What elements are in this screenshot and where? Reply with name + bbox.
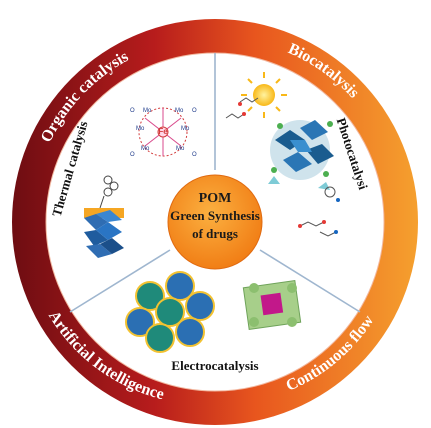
mo-label-1: Mo xyxy=(143,108,152,114)
mo-label-2: Mo xyxy=(175,108,184,114)
flow-framework-image xyxy=(242,280,302,330)
product-molecule-image xyxy=(298,186,340,237)
o-label-4: O xyxy=(192,152,197,158)
center-title: POM xyxy=(199,191,232,206)
o-label-3: O xyxy=(130,152,135,158)
reactant-molecule-image xyxy=(225,97,259,119)
o-label-2: O xyxy=(192,108,197,114)
divider-right xyxy=(259,249,361,313)
divider-left xyxy=(69,249,171,313)
mo-label-5: Mo xyxy=(141,146,150,152)
mo-label-6: Mo xyxy=(176,146,185,152)
fe-pom-structure-image: Fe Mo Mo Mo Mo Mo Mo O O O O xyxy=(130,107,197,158)
center-subtitle-2: of drugs xyxy=(192,226,238,241)
mo-label-3: Mo xyxy=(136,126,145,132)
center-circle xyxy=(167,174,263,270)
center-subtitle: Green Synthesis xyxy=(170,208,260,223)
mo-label-4: Mo xyxy=(181,126,190,132)
fe-atom-label: Fe xyxy=(158,127,168,136)
sun-icon xyxy=(241,72,287,118)
sector-label-electro: Electrocatalysis xyxy=(171,358,258,373)
electrocatalysis-cluster-image xyxy=(125,271,215,353)
photocatalyst-cluster-image xyxy=(268,120,334,190)
supported-catalyst-image xyxy=(84,175,124,258)
o-label-1: O xyxy=(130,108,135,114)
